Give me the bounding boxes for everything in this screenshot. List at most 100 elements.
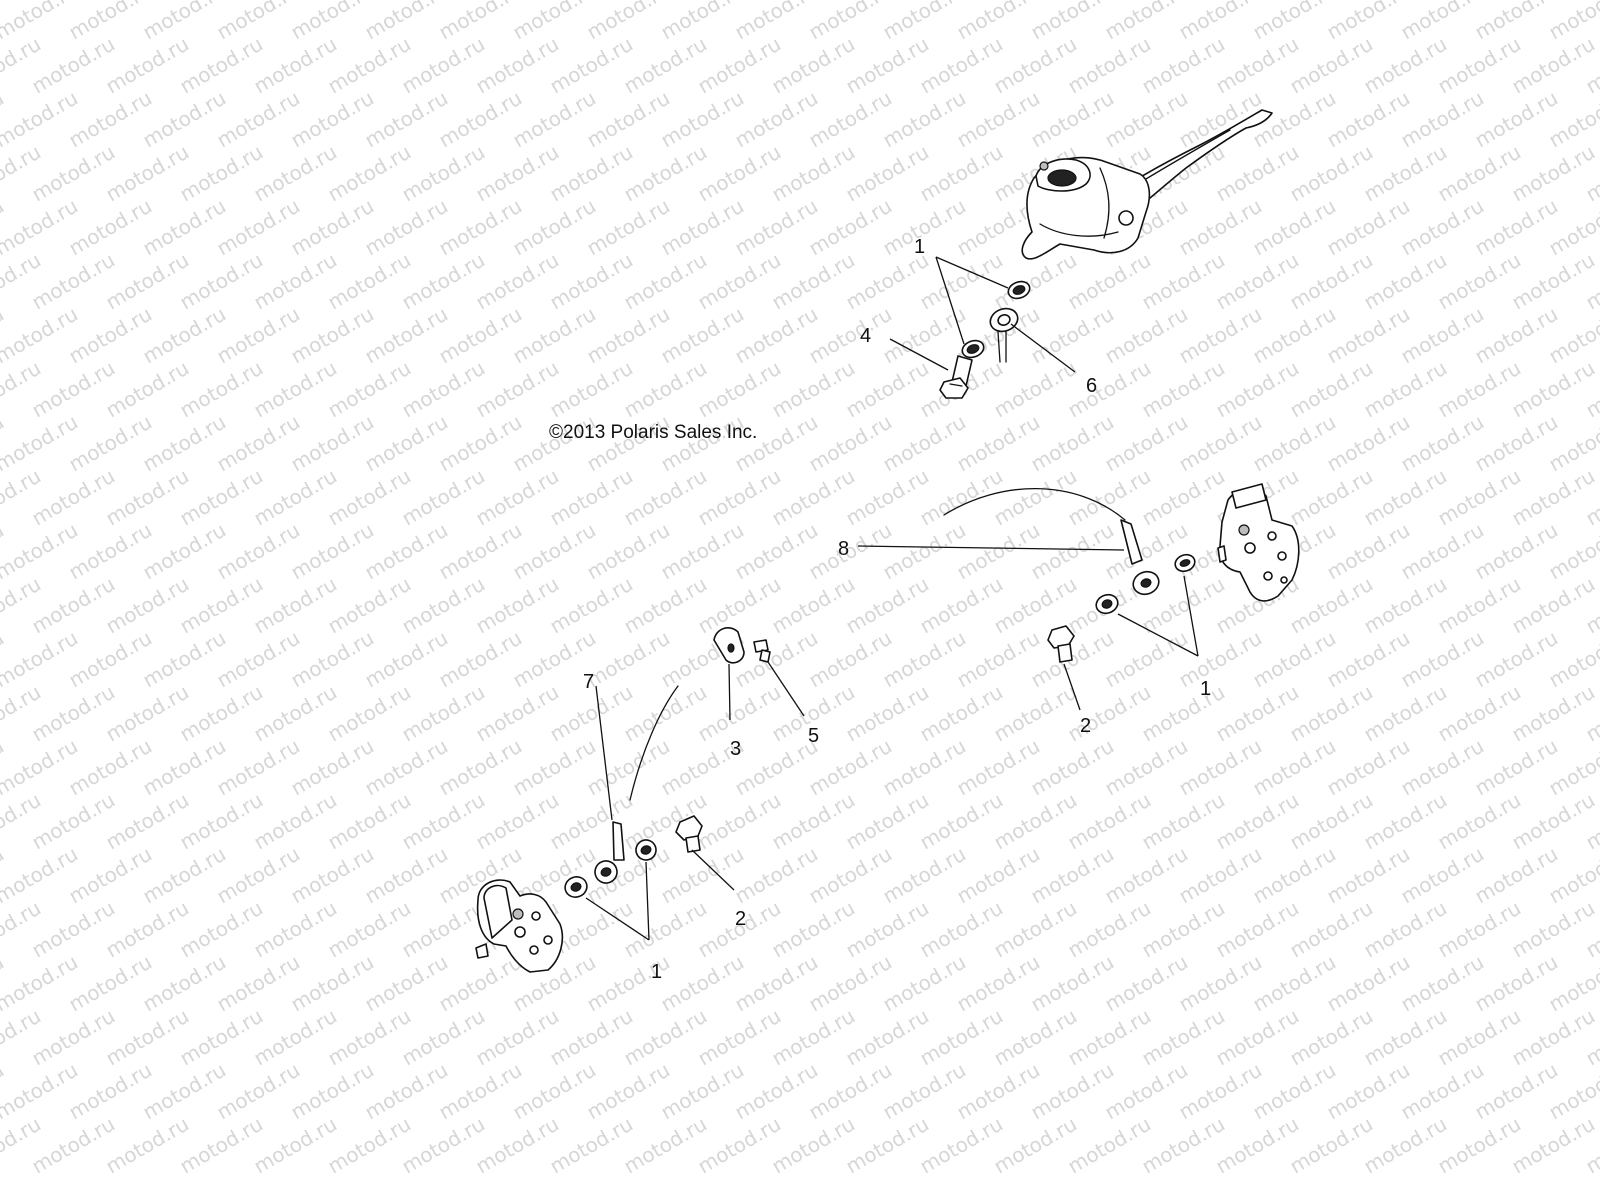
watermark-text: motod.ru bbox=[805, 842, 896, 909]
watermark-text: motod.ru bbox=[731, 86, 822, 153]
watermark-text: motod.ru bbox=[28, 1112, 119, 1179]
watermark-text: motod.ru bbox=[1323, 734, 1414, 801]
watermark-text: motod.ru bbox=[1286, 32, 1377, 99]
watermark-text: motod.ru bbox=[250, 1004, 341, 1071]
watermark-text: motod.ru bbox=[879, 734, 970, 801]
watermark-text: motod.ru bbox=[361, 950, 452, 1017]
watermark-text: motod.ru bbox=[953, 86, 1044, 153]
watermark-text: motod.ru bbox=[694, 1112, 785, 1179]
watermark-text: motod.ru bbox=[509, 410, 600, 477]
watermark-text: motod.ru bbox=[361, 194, 452, 261]
callout-5-clamp-screw: 5 bbox=[808, 725, 819, 747]
watermark-text: motod.ru bbox=[657, 842, 748, 909]
watermark-text: motod.ru bbox=[28, 356, 119, 423]
watermark-text: motod.ru bbox=[583, 734, 674, 801]
watermark-text: motod.ru bbox=[583, 194, 674, 261]
watermark-text: motod.ru bbox=[1138, 464, 1229, 531]
watermark-text: motod.ru bbox=[1397, 86, 1488, 153]
watermark-text: motod.ru bbox=[472, 248, 563, 315]
watermark-text: motod.ru bbox=[1508, 680, 1599, 747]
watermark-text: motod.ru bbox=[1397, 842, 1488, 909]
watermark-text: motod.ru bbox=[1471, 626, 1562, 693]
watermark-text: motod.ru bbox=[287, 1058, 378, 1125]
watermark-text: motod.ru bbox=[546, 1112, 637, 1179]
watermark-text: motod.ru bbox=[1434, 32, 1525, 99]
watermark-text: motod.ru bbox=[1323, 626, 1414, 693]
watermark-text: motod.ru bbox=[250, 788, 341, 855]
watermark-text: motod.ru bbox=[1434, 1004, 1525, 1071]
watermark-text: motod.ru bbox=[916, 140, 1007, 207]
watermark-text: motod.ru bbox=[1064, 680, 1155, 747]
watermark-text: motod.ru bbox=[1027, 842, 1118, 909]
watermark-text: motod.ru bbox=[1471, 302, 1562, 369]
watermark-text: motod.ru bbox=[139, 626, 230, 693]
watermark-text: motod.ru bbox=[953, 950, 1044, 1017]
watermark-text: motod.ru bbox=[1323, 842, 1414, 909]
watermark-text: motod.ru bbox=[102, 356, 193, 423]
watermark-text: motod.ru bbox=[213, 86, 304, 153]
watermark-text: motod.ru bbox=[1212, 680, 1303, 747]
banjo-bolt-icon bbox=[939, 355, 973, 399]
watermark-text: motod.ru bbox=[1360, 140, 1451, 207]
watermark-text: motod.ru bbox=[435, 734, 526, 801]
watermark-text: motod.ru bbox=[694, 788, 785, 855]
watermark-text: motod.ru bbox=[102, 1112, 193, 1179]
watermark-text: motod.ru bbox=[620, 1112, 711, 1179]
watermark-text: motod.ru bbox=[1138, 1112, 1229, 1179]
watermark-text: motod.ru bbox=[768, 1004, 859, 1071]
watermark-text: motod.ru bbox=[176, 896, 267, 963]
watermark-text: motod.ru bbox=[1508, 464, 1599, 531]
watermark-text: motod.ru bbox=[139, 842, 230, 909]
callout-leaders-clamp bbox=[728, 661, 805, 721]
watermark-text: motod.ru bbox=[1027, 518, 1118, 585]
watermark-text: motod.ru bbox=[620, 248, 711, 315]
watermark-text: motod.ru bbox=[1360, 680, 1451, 747]
watermark-text: motod.ru bbox=[1175, 194, 1266, 261]
watermark-text: motod.ru bbox=[1138, 356, 1229, 423]
callout-3-clamp: 3 bbox=[730, 738, 741, 760]
watermark-text: motod.ru bbox=[65, 518, 156, 585]
watermark-text: motod.ru bbox=[916, 32, 1007, 99]
watermark-text: motod.ru bbox=[1434, 680, 1525, 747]
watermark-text: motod.ru bbox=[398, 1112, 489, 1179]
watermark-text: motod.ru bbox=[287, 410, 378, 477]
watermark-text: motod.ru bbox=[768, 464, 859, 531]
watermark-text: motod.ru bbox=[657, 302, 748, 369]
watermark-text: motod.ru bbox=[287, 194, 378, 261]
watermark-text: motod.ru bbox=[1286, 788, 1377, 855]
watermark-text: motod.ru bbox=[768, 896, 859, 963]
watermark-text: motod.ru bbox=[472, 572, 563, 639]
watermark-text: motod.ru bbox=[1471, 194, 1562, 261]
watermark-text: motod.ru bbox=[1471, 842, 1562, 909]
watermark-text: motod.ru bbox=[102, 464, 193, 531]
watermark-text: motod.ru bbox=[805, 518, 896, 585]
watermark-text: motod.ru bbox=[1471, 1058, 1562, 1125]
watermark-text: motod.ru bbox=[472, 140, 563, 207]
watermark-text: motod.ru bbox=[435, 518, 526, 585]
watermark-text: motod.ru bbox=[435, 410, 526, 477]
watermark-text: motod.ru bbox=[805, 302, 896, 369]
watermark-text: motod.ru bbox=[546, 464, 637, 531]
watermark-text: motod.ru bbox=[1286, 140, 1377, 207]
watermark-text: motod.ru bbox=[1101, 302, 1192, 369]
watermark-text: motod.ru bbox=[287, 626, 378, 693]
watermark-text: motod.ru bbox=[28, 572, 119, 639]
watermark-text: motod.ru bbox=[1175, 302, 1266, 369]
watermark-text: motod.ru bbox=[768, 572, 859, 639]
watermark-text: motod.ru bbox=[768, 140, 859, 207]
watermark-text: motod.ru bbox=[953, 1058, 1044, 1125]
watermark-text: motod.ru bbox=[65, 410, 156, 477]
watermark-text: motod.ru bbox=[361, 1058, 452, 1125]
watermark-text: motod.ru bbox=[1360, 248, 1451, 315]
watermark-text: motod.ru bbox=[28, 464, 119, 531]
callout-leaders-left bbox=[585, 685, 735, 941]
watermark-text: motod.ru bbox=[1138, 680, 1229, 747]
watermark-text: motod.ru bbox=[324, 356, 415, 423]
watermark-text: motod.ru bbox=[990, 1004, 1081, 1071]
watermark-text: motod.ru bbox=[1064, 896, 1155, 963]
watermark-text: motod.ru bbox=[916, 896, 1007, 963]
watermark-text: motod.ru bbox=[842, 356, 933, 423]
watermark-text: motod.ru bbox=[1508, 1004, 1599, 1071]
watermark-text: motod.ru bbox=[731, 194, 822, 261]
watermark-text: motod.ru bbox=[28, 896, 119, 963]
